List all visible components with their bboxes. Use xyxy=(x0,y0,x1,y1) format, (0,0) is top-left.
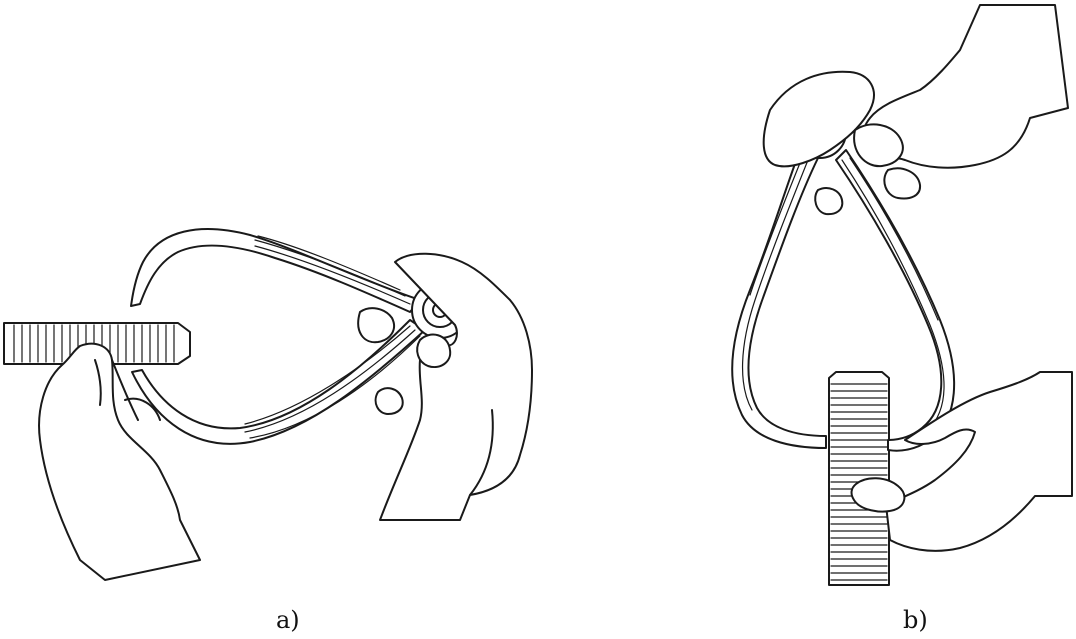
caption-panel-a: a) xyxy=(276,606,300,634)
panel-b xyxy=(731,4,1073,586)
lower-hand-b xyxy=(850,371,1073,552)
workpiece-b xyxy=(828,371,890,586)
caption-panel-b: b) xyxy=(903,606,928,634)
left-hand-a xyxy=(38,342,201,581)
upper-hand-b xyxy=(762,4,1069,216)
right-hand-a xyxy=(357,252,533,521)
panel-a xyxy=(3,228,533,581)
